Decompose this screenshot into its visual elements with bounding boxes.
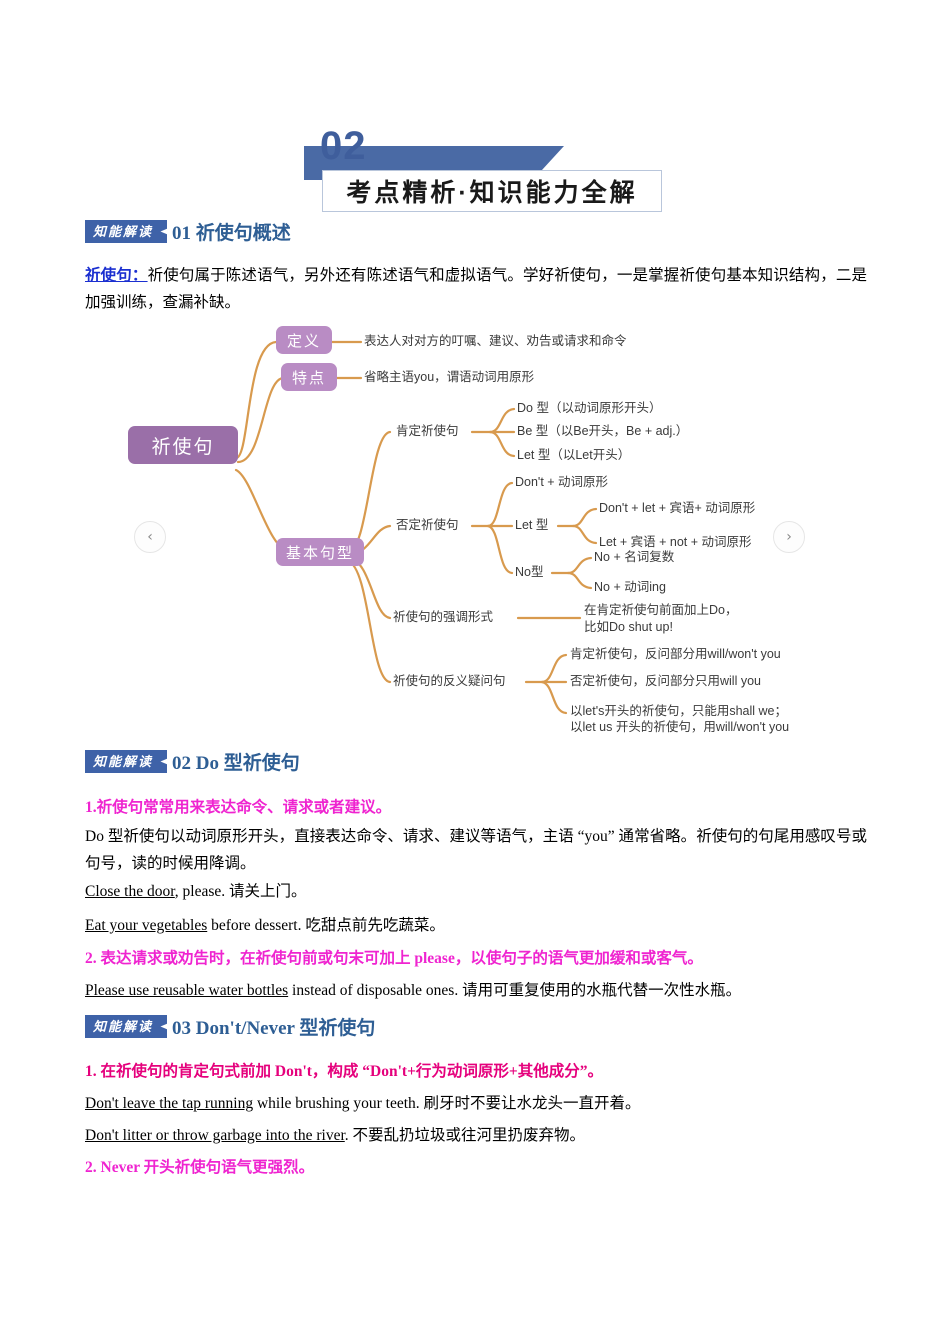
mindmap-node-basic-patterns: 基本句型 [276,538,364,566]
chapter-title-box: 考点精析·知识能力全解 [322,170,662,212]
mindmap-next-button[interactable]: › [773,521,805,553]
mindmap-negative-no-child-2: No + 动词ing [594,580,666,594]
mindmap-tagquestion-label: 祈使句的反义疑问句 [393,674,506,688]
mindmap-negative-item-1: Don't + 动词原形 [515,475,609,489]
section-badge: 知能解读 [85,220,168,243]
dont-example-2: Don't litter or throw garbage into the r… [85,1124,875,1147]
example-rest: before dessert. 吃甜点前先吃蔬菜。 [207,917,445,934]
dont-example-1: Don't leave the tap running while brushi… [85,1092,875,1115]
example-imperative: Eat your vegetables [85,917,208,934]
dont-point-2: 2. Never 开头祈使句语气更强烈。 [85,1159,315,1176]
do-paragraph-1: Do 型祈使句以动词原形开头，直接表达命令、请求、建议等语气，主语 “you” … [85,828,867,872]
mindmap-negative-label: 否定祈使句 [396,518,459,532]
section-title: 01 祈使句概述 [172,223,291,244]
example-imperative: Please use reusable water bottles [85,982,289,999]
section-title: 02 Do 型祈使句 [172,753,300,774]
mindmap-node-definition: 定义 [276,326,332,354]
dont-point-1: 1. 在祈使句的肯定句式前加 Don't，构成 “Don't+行为动词原形+其他… [85,1063,603,1080]
do-point-2: 2. 表达请求或劝告时，在祈使句前或句末可加上 please，以使句子的语气更加… [85,950,703,967]
do-example-1: Close the door, please. 请关上门。 [85,880,875,903]
intro-keyword: 祈使句： [85,267,148,284]
example-rest: . 不要乱扔垃圾或往河里扔废弃物。 [344,1127,586,1144]
do-example-3: Please use reusable water bottles instea… [85,979,875,1002]
mindmap-tagquestion-item-3b: 以let us 开头的祈使句，用will/won't you [570,720,790,734]
mindmap-definition-text: 表达人对对方的叮嘱、建议、劝告或请求和命令 [364,334,627,348]
mindmap-negative-item-3: No型 [515,565,544,579]
mindmap-negative-let-child-1: Don't + let + 宾语+ 动词原形 [599,501,756,515]
section-heading-02: 知能解读 02 Do 型祈使句 [85,748,300,775]
chapter-number: 02 [320,124,367,168]
mindmap-emphasis-label: 祈使句的强调形式 [393,610,494,624]
do-point-1: 1.祈使句常常用来表达命令、请求或者建议。 [85,799,392,816]
mindmap-emphasis-text-1: 在肯定祈使句前面加上Do， [584,603,738,617]
mindmap-feature-text: 省略主语you，谓语动词用原形 [364,370,535,384]
example-rest: while brushing your teeth. 刷牙时不要让水龙头一直开着… [253,1095,641,1112]
example-imperative: Don't leave the tap running [85,1095,254,1112]
mindmap-tagquestion-item-1: 肯定祈使句，反问部分用will/won't you [570,647,781,661]
example-imperative: Don't litter or throw garbage into the r… [85,1127,345,1144]
section-title: 03 Don't/Never 型祈使句 [172,1018,376,1039]
intro-body: 祈使句属于陈述语气，另外还有陈述语气和虚拟语气。学好祈使句，一是掌握祈使句基本知… [85,267,867,311]
section-heading-01: 知能解读 01 祈使句概述 [85,218,291,245]
mindmap-affirmative-label: 肯定祈使句 [396,424,459,438]
mindmap-prev-button[interactable]: ‹ [134,521,166,553]
mindmap-emphasis-text-2: 比如Do shut up! [584,620,673,634]
mindmap-affirmative-item-3: Let 型（以Let开头） [517,448,631,462]
mindmap-affirmative-item-1: Do 型（以动词原形开头） [517,401,662,415]
mindmap-negative-let-child-2: Let + 宾语 + not + 动词原形 [599,535,752,549]
mindmap-figure: 祈使句 定义 特点 基本句型 表达人对对方的叮嘱、建议、劝告或请求和命令 省略主… [118,318,838,738]
chapter-title: 考点精析·知识能力全解 [346,179,638,207]
section-heading-03: 知能解读 03 Don't/Never 型祈使句 [85,1013,375,1040]
mindmap-node-feature: 特点 [281,363,337,391]
mindmap-root-node: 祈使句 [128,426,238,464]
do-example-2: Eat your vegetables before dessert. 吃甜点前… [85,914,875,937]
chapter-banner: 02 考点精析·知识能力全解 [300,124,662,212]
mindmap-tagquestion-item-3: 以let's开头的祈使句，只能用shall we； [570,704,787,718]
mindmap-tagquestion-item-2: 否定祈使句，反问部分只用will you [570,674,761,688]
example-rest: instead of disposable ones. 请用可重复使用的水瓶代替… [288,982,742,999]
example-imperative: Close the door [85,883,175,900]
example-rest: , please. 请关上门。 [174,883,307,900]
section-badge: 知能解读 [85,750,168,773]
mindmap-negative-item-2: Let 型 [515,518,549,532]
intro-paragraph: 祈使句：祈使句属于陈述语气，另外还有陈述语气和虚拟语气。学好祈使句，一是掌握祈使… [85,262,867,316]
mindmap-affirmative-item-2: Be 型（以Be开头，Be + adj.） [517,424,689,438]
section-badge: 知能解读 [85,1015,168,1038]
mindmap-negative-no-child-1: No + 名词复数 [594,550,675,564]
